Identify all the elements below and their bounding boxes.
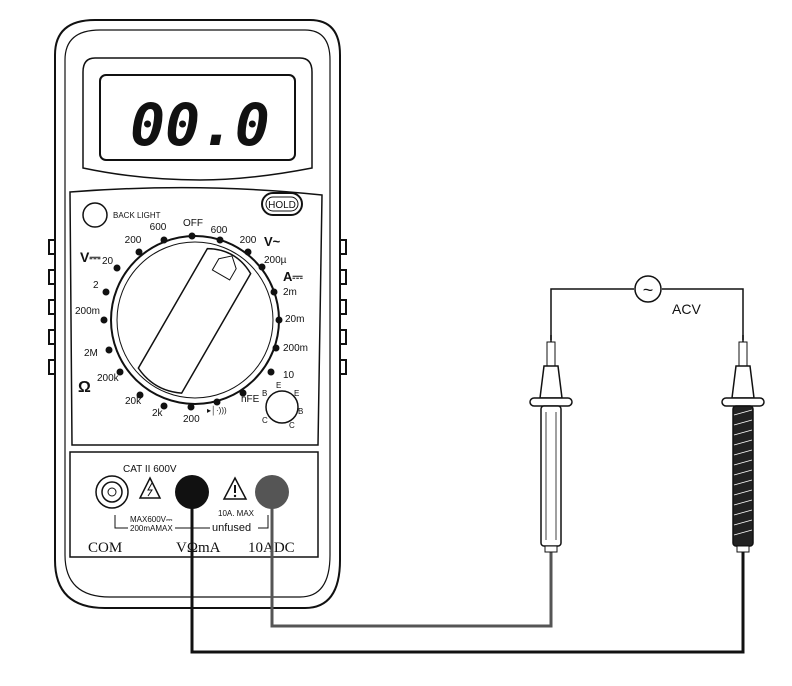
dial-dots <box>100 232 283 411</box>
warning-icon <box>138 476 162 499</box>
dial-200m-a: 200m <box>283 343 308 354</box>
com-label: COM <box>88 540 122 556</box>
grip-ridges <box>48 239 347 375</box>
hold-button[interactable]: HOLD <box>261 192 303 216</box>
dial-vdc-200: 200 <box>125 235 142 246</box>
dial-20k: 20k <box>125 396 142 407</box>
ohm-symbol: Ω <box>78 379 91 396</box>
dial-diode: ▸│·))) <box>207 405 227 416</box>
dial-vdc-600: 600 <box>150 222 167 233</box>
lcd-readout: 00.0 <box>130 91 270 159</box>
acv-label: ACV <box>672 301 701 317</box>
max-voltage: MAX600V⎓ <box>130 515 173 524</box>
ten-a-max: 10A. MAX <box>218 509 255 518</box>
adc-symbol: A⎓ <box>283 269 303 284</box>
dial-off: OFF <box>183 218 203 229</box>
dial-vdc-20: 20 <box>102 256 114 267</box>
dial-2k: 2k <box>152 408 164 419</box>
hfe-c-label: C <box>262 416 268 425</box>
backlight-label: BACK LIGHT <box>113 211 161 220</box>
dial-20m: 20m <box>285 314 304 325</box>
cat-rating: CAT II 600V <box>123 464 177 475</box>
dial-2: 2 <box>93 280 99 291</box>
max-current: 200mAMAX <box>130 524 173 533</box>
dial-vac-200: 200 <box>240 235 257 246</box>
dial-hfe: hFE <box>241 394 260 405</box>
multimeter: 00.0 HOLD BACK LIGHT OFF 600 200 <box>48 19 347 609</box>
dial-10: 10 <box>283 370 295 381</box>
hfe-b-label: B <box>262 389 267 398</box>
dial-labels: OFF 600 200 600 200 V⎓ 20 V~ 200µ A⎓ 2m … <box>75 218 308 425</box>
probe-gray <box>529 335 573 553</box>
hfe-b2-label: B <box>298 407 303 416</box>
test-leads <box>190 505 745 654</box>
gray-lead <box>270 505 553 628</box>
vac-symbol: V~ <box>264 234 281 249</box>
ac-source-icon <box>634 275 662 303</box>
dial-2M: 2M <box>84 348 98 359</box>
black-lead <box>190 505 745 654</box>
probe-black <box>721 335 765 553</box>
dial-pointer <box>137 247 252 394</box>
dial-vac-600: 600 <box>211 225 228 236</box>
hfe-c2-label: C <box>289 421 295 430</box>
dial-200-ohm: 200 <box>183 414 200 425</box>
dial-200k: 200k <box>97 373 120 384</box>
dial-2m: 2m <box>283 287 297 298</box>
lcd-window <box>99 74 296 161</box>
ac-source-circuit: ~ ACV <box>550 275 744 340</box>
backlight-button[interactable] <box>82 202 108 228</box>
ac-source-symbol: ~ <box>643 280 654 300</box>
rotary-dial[interactable] <box>110 235 280 405</box>
unfused-label: unfused <box>212 522 251 534</box>
vma-label: VΩmA <box>176 540 221 556</box>
com-jack[interactable] <box>95 475 129 509</box>
tenadc-jack[interactable] <box>255 475 289 509</box>
hold-label: HOLD <box>268 200 296 211</box>
hfe-e2-label: E <box>294 389 299 398</box>
hfe-socket[interactable]: B E E B C C <box>262 381 303 430</box>
hfe-e-label: E <box>276 381 281 390</box>
vdc-symbol: V⎓ <box>80 249 101 265</box>
dial-200m-v: 200m <box>75 306 100 317</box>
circuit-wire <box>550 288 744 340</box>
dial-200u: 200µ <box>264 255 287 266</box>
warning-icon-2 <box>222 476 248 500</box>
vma-jack[interactable] <box>175 475 209 509</box>
